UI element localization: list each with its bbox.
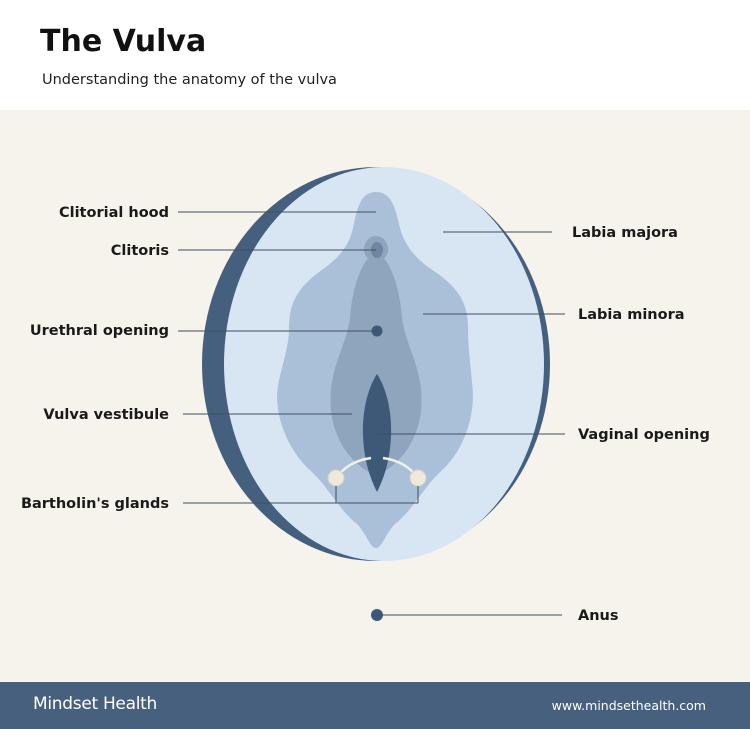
vestibule-shape	[330, 250, 422, 474]
label-clitoris: Clitoris	[111, 243, 169, 259]
bartholin-gland-right	[409, 469, 427, 487]
bartholin-gland-left	[327, 469, 345, 487]
page-title: The Vulva	[40, 24, 207, 59]
label-clitorial-hood: Clitorial hood	[59, 205, 169, 221]
label-vulva-vestibule: Vulva vestibule	[43, 407, 169, 423]
label-labia-majora: Labia majora	[572, 225, 678, 241]
diagram-panel: Clitorial hood Clitoris Urethral opening…	[0, 110, 750, 682]
vaginal-opening-shape	[362, 374, 392, 492]
label-urethral-opening: Urethral opening	[30, 323, 169, 339]
website-url: www.mindsethealth.com	[551, 698, 706, 713]
vulva-diagram: Clitorial hood Clitoris Urethral opening…	[21, 167, 710, 624]
label-anus: Anus	[578, 608, 619, 624]
footer: Mindset Health www.mindsethealth.com	[0, 682, 750, 729]
header: The Vulva Understanding the anatomy of t…	[0, 0, 750, 110]
clitoris-shape	[371, 242, 383, 258]
page-subtitle: Understanding the anatomy of the vulva	[42, 72, 337, 88]
label-labia-minora: Labia minora	[578, 307, 685, 323]
label-bartholins-glands: Bartholin's glands	[21, 496, 169, 512]
label-vaginal-opening: Vaginal opening	[578, 427, 710, 443]
brand-logo: Mindset Health	[33, 694, 157, 714]
